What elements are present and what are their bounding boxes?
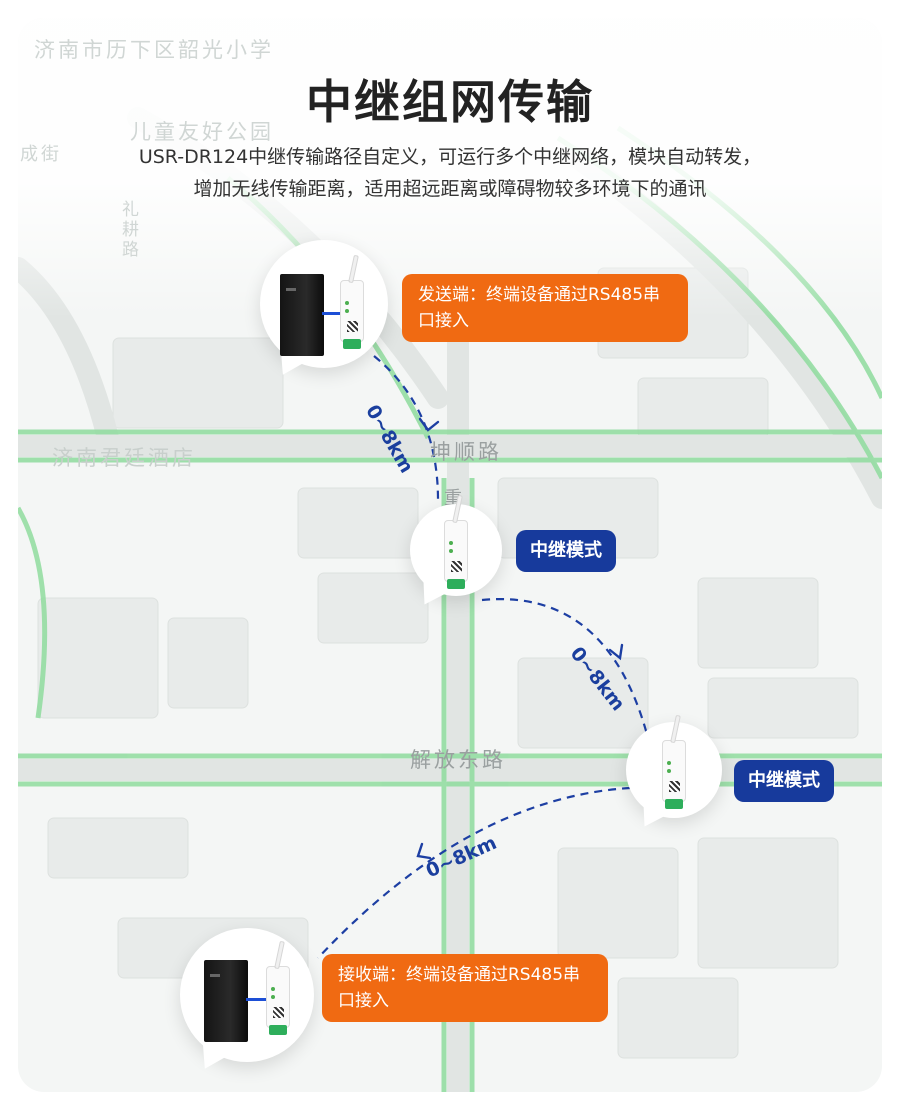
map-label-hotel: 济南君廷酒店 — [52, 446, 196, 470]
server-icon — [204, 960, 248, 1042]
map-label-jiefang: 解放东路 — [410, 748, 506, 772]
sender-device-bubble — [260, 240, 388, 382]
top-fade — [18, 18, 882, 318]
relay-2-label: 中继模式 — [734, 760, 834, 802]
subtitle-line-1: USR-DR124中继传输路径自定义，可运行多个中继网络，模块自动转发， — [138, 146, 762, 168]
map-label-lishi: 礼耕路 — [122, 200, 142, 260]
map-label-park: 儿童友好公园 — [130, 120, 274, 144]
relay-2-bubble — [626, 714, 722, 834]
sender-label: 发送端：终端设备通过RS485串口接入 — [402, 274, 688, 342]
receiver-device-bubble — [180, 928, 314, 1076]
page-title: 中继组网传输 — [306, 75, 594, 129]
relay-1-module-icon — [444, 494, 468, 589]
relay-1-label: 中继模式 — [516, 530, 616, 572]
radio-module-icon — [340, 254, 364, 349]
radio-module-icon — [266, 940, 290, 1035]
relay-2-module-icon — [662, 714, 686, 809]
background-card — [18, 18, 882, 1092]
map-label-chengjie: 成街 — [20, 144, 62, 165]
subtitle-line-2: 增加无线传输距离，适用超远距离或障碍物较多环境下的通讯 — [193, 178, 707, 200]
map-label-kunshun: 坤顺路 — [430, 440, 502, 464]
relay-1-bubble — [410, 494, 502, 612]
map-label-school: 济南市历下区韶光小学 — [34, 38, 274, 62]
receiver-label: 接收端：终端设备通过RS485串口接入 — [322, 954, 608, 1022]
server-icon — [280, 274, 324, 356]
city-map — [18, 107, 882, 1092]
